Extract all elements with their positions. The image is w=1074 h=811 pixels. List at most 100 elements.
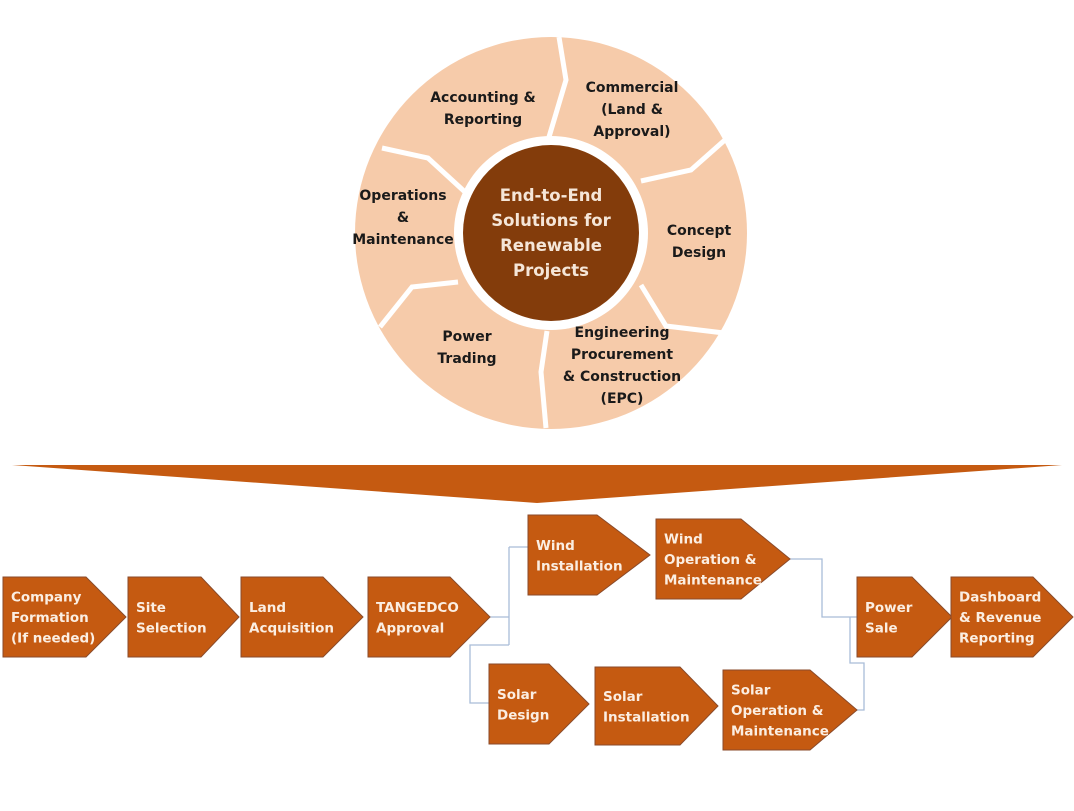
step-label-line: (If needed) (11, 631, 95, 647)
segment-divider (381, 145, 467, 194)
segment-label-line: (Land & (601, 102, 663, 118)
banner-down-arrow (12, 465, 1062, 503)
segment-label-line: Power (442, 329, 491, 345)
step-label-line: Selection (136, 620, 207, 636)
step-label-line: TANGEDCO (376, 600, 459, 616)
step-label-line: Formation (11, 610, 89, 626)
segment-label-line: Accounting & (430, 90, 536, 106)
step-label-line: Power (865, 600, 913, 616)
step-label-line: Dashboard (959, 590, 1041, 606)
step-label-line: Approval (376, 620, 444, 636)
step-label-line: Wind (664, 532, 703, 548)
segment-label-line: & Construction (563, 369, 681, 385)
segment-label-line: (EPC) (601, 391, 644, 407)
step-label-line: Operation & (664, 552, 757, 568)
hub-title-line: Solutions for (491, 211, 611, 230)
step-arrow-shape (655, 518, 791, 600)
step-label-line: Sale (865, 620, 898, 636)
step-label-line: Land (249, 600, 286, 616)
connector-line (849, 617, 865, 711)
segment-divider (640, 137, 728, 184)
hub-title-line: End-to-End (500, 186, 603, 205)
segment-operations-maintenance: Operations & Maintenance (352, 188, 454, 248)
step-label-line: Solar (603, 689, 643, 705)
hub-circle (463, 145, 639, 321)
segment-label-line: & (397, 210, 409, 226)
step-label-line: Maintenance (731, 724, 829, 740)
step-arrow-shape (488, 663, 590, 745)
step-label-line: Solar (497, 687, 537, 703)
segment-label-line: Operations (359, 188, 446, 204)
step-label-line: & Revenue (959, 610, 1041, 626)
segment-divider (378, 279, 459, 329)
step-tangedco-approval: TANGEDCO Approval (367, 576, 491, 658)
step-label-line: Solar (731, 683, 771, 699)
step-arrow-shape (722, 669, 858, 751)
step-arrow-shape (240, 576, 364, 658)
step-label-line: Acquisition (249, 620, 334, 636)
segment-commercial: Commercial (Land & Approval) (586, 80, 679, 140)
flow-connectors (469, 546, 865, 711)
step-label-line: Reporting (959, 631, 1035, 647)
segment-divider (546, 36, 569, 138)
step-label-line: Maintenance (664, 573, 762, 589)
segment-label-line: Engineering (575, 325, 670, 341)
step-arrow-shape (127, 576, 240, 658)
segment-label-line: Commercial (586, 80, 679, 96)
step-label-line: Design (497, 707, 549, 723)
step-arrow-shape (2, 576, 127, 658)
segment-divider (538, 330, 550, 429)
step-label: TANGEDCO Approval (376, 600, 459, 637)
segment-divider (638, 283, 725, 336)
segment-label-line: Procurement (571, 347, 673, 363)
segment-label-line: Design (672, 245, 726, 261)
step-arrow-shape (527, 514, 651, 596)
step-arrow-shape (594, 666, 719, 746)
hub-title-line: Projects (513, 261, 589, 280)
hub-title-line: Renewable (500, 236, 602, 255)
step-arrow-shape (367, 576, 491, 658)
step-label-line: Operation & (731, 703, 824, 719)
step-arrow-shape (856, 576, 953, 658)
segment-label-line: Approval) (593, 124, 670, 140)
connector-line (469, 644, 509, 704)
step-label-line: Installation (536, 558, 623, 574)
step-arrow-shape (950, 576, 1074, 658)
segment-label-line: Reporting (444, 112, 522, 128)
connector-line (790, 558, 857, 618)
step-label-line: Company (11, 590, 82, 606)
step-label-line: Site (136, 600, 166, 616)
step-label-line: Installation (603, 709, 690, 725)
segment-label-line: Trading (437, 351, 496, 367)
segment-label-line: Maintenance (352, 232, 454, 248)
segment-label-line: Concept (667, 223, 732, 239)
step-label-line: Wind (536, 538, 575, 554)
